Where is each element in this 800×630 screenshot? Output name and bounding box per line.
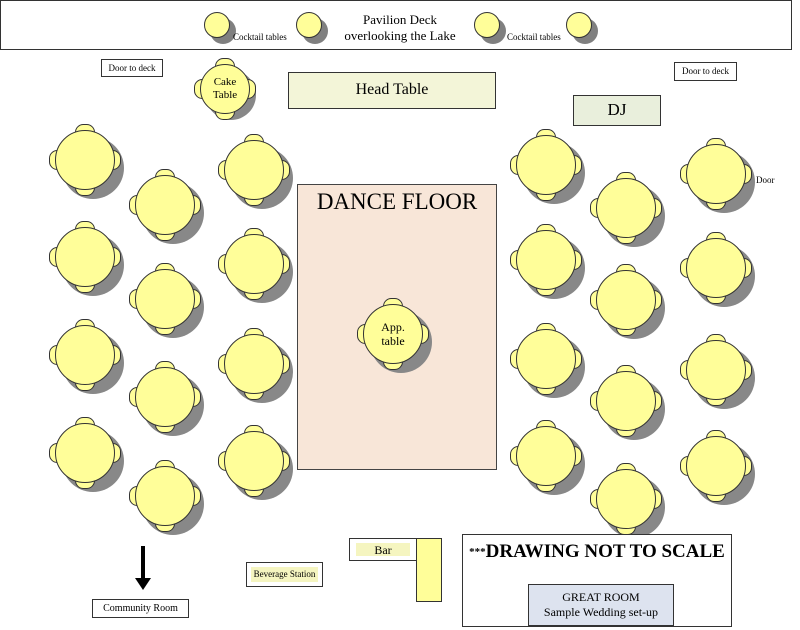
cocktail-tables-label: Cocktail tables: [507, 32, 561, 42]
app-table[interactable]: App.table: [357, 298, 432, 373]
deck-subtitle: overlooking the Lake: [344, 28, 456, 43]
guest-table[interactable]: [680, 430, 755, 505]
pavilion-deck-area: Cocktail tables Pavilion Deck overlookin…: [0, 0, 792, 50]
guest-table[interactable]: [129, 460, 204, 535]
guest-table[interactable]: [680, 232, 755, 307]
guest-table[interactable]: [590, 365, 665, 440]
guest-table[interactable]: [680, 138, 755, 213]
guest-table[interactable]: [590, 172, 665, 247]
guest-table[interactable]: [49, 417, 124, 492]
door-to-deck-right[interactable]: Door to deck: [674, 62, 737, 81]
community-room-label[interactable]: Community Room: [92, 599, 189, 618]
great-room-title: GREAT ROOM Sample Wedding set-up: [528, 584, 674, 626]
note-text: DRAWING NOT TO SCALE: [485, 541, 725, 562]
app-table-label: table: [381, 334, 405, 348]
bar-label: Bar: [356, 543, 410, 557]
guest-table[interactable]: [49, 124, 124, 199]
guest-table[interactable]: [510, 129, 585, 204]
guest-table[interactable]: [49, 221, 124, 296]
guest-table[interactable]: [510, 420, 585, 495]
guest-table[interactable]: [590, 264, 665, 339]
guest-table[interactable]: [510, 224, 585, 299]
door-to-deck-left[interactable]: Door to deck: [101, 59, 163, 77]
beverage-station[interactable]: Beverage Station: [246, 562, 323, 587]
dj-booth[interactable]: DJ: [573, 95, 661, 126]
guest-table[interactable]: [590, 463, 665, 538]
bar[interactable]: Bar: [349, 538, 417, 561]
guest-table[interactable]: [510, 323, 585, 398]
cocktail-table[interactable]: [474, 12, 506, 44]
guest-table[interactable]: [129, 361, 204, 436]
bar-counter[interactable]: [416, 538, 442, 602]
dance-floor-label: DANCE FLOOR: [316, 189, 478, 214]
side-door-label[interactable]: Door: [756, 175, 775, 185]
great-room-subtitle: Sample Wedding set-up: [543, 605, 659, 619]
great-room-label: GREAT ROOM: [562, 590, 640, 604]
cocktail-table[interactable]: [296, 12, 328, 44]
head-table[interactable]: Head Table: [288, 72, 496, 109]
cake-table-label: Cake: [213, 76, 237, 88]
guest-table[interactable]: [129, 169, 204, 244]
guest-table[interactable]: [129, 263, 204, 338]
cocktail-table[interactable]: [566, 12, 598, 44]
cake-table-label: Table: [212, 89, 238, 101]
cocktail-table[interactable]: [204, 12, 236, 44]
note-stars: ***: [469, 546, 486, 558]
dance-floor[interactable]: DANCE FLOOR: [297, 184, 497, 470]
guest-table[interactable]: [218, 425, 293, 500]
deck-title-line: Pavilion: [362, 12, 407, 27]
guest-table[interactable]: [218, 134, 293, 209]
beverage-station-label: Beverage Station: [251, 567, 318, 582]
guest-table[interactable]: [49, 319, 124, 394]
not-to-scale-note: ***DRAWING NOT TO SCALE: [463, 541, 731, 563]
guest-table[interactable]: [680, 334, 755, 409]
deck-title-line: Deck: [409, 12, 438, 27]
cocktail-tables-label: Cocktail tables: [233, 32, 287, 42]
app-table-label: App.: [381, 320, 405, 334]
deck-title: Pavilion Deck overlooking the Lake: [340, 12, 460, 44]
guest-table[interactable]: [218, 228, 293, 303]
guest-table[interactable]: [218, 328, 293, 403]
